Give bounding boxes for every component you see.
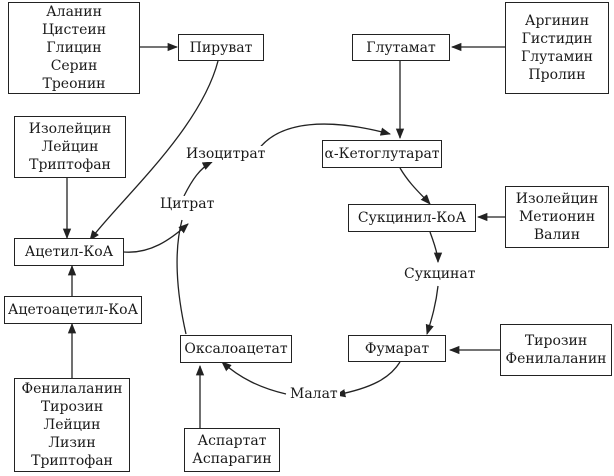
box-succinyl-coa: Сукцинил-КоА [348, 204, 476, 232]
amino-acid-alanine: Аланин [46, 4, 102, 20]
intermediate-alpha-ketoglutarate: α-Кетоглутарат [324, 146, 440, 162]
amino-acid-serine: Серин [50, 58, 98, 74]
amino-acid-tryptophan: Триптофан [31, 453, 113, 469]
amino-acid-lysine: Лизин [48, 435, 96, 451]
intermediate-oxaloacetate: Оксалоацетат [184, 341, 288, 357]
box-succinylcoa-sources: Изолейцин Метионин Валин [505, 186, 609, 248]
arrow-acetylcoa-to-citrate [123, 223, 189, 253]
arc-fumarate-to-malate [334, 361, 401, 398]
arc-oxaloacetate-to-citrate [176, 219, 187, 335]
amino-acid-threonine: Треонин [42, 76, 106, 92]
label-succinate: Сукцинат [402, 266, 478, 282]
amino-acid-aspartate: Аспартат [197, 433, 267, 449]
intermediate-acetoacetyl-coa: Ацетоацетил-КоА [7, 302, 139, 318]
box-acetoacetyl-coa: Ацетоацетил-КоА [4, 296, 142, 324]
label-isocitrate: Изоцитрат [184, 146, 268, 162]
intermediate-glutamate: Глутамат [366, 39, 436, 56]
box-acetylcoa-sources: Изолейцин Лейцин Триптофан [14, 116, 126, 178]
arrow-pyruvate-to-acetylcoa [89, 60, 219, 241]
amino-acid-methionine: Метионин [518, 209, 596, 225]
amino-acid-tryptophan: Триптофан [29, 157, 111, 173]
box-fumarate-sources: Тирозин Фенилаланин [500, 324, 612, 376]
amino-acid-histidine: Гистидин [521, 31, 593, 47]
box-oxaloacetate-sources: Аспартат Аспарагин [184, 428, 280, 472]
intermediate-pyruvate: Пируват [189, 39, 253, 56]
arc-citrate-to-isocitrate [183, 161, 213, 197]
amino-acid-asparagine: Аспарагин [192, 451, 272, 467]
amino-acid-valine: Валин [533, 227, 581, 243]
amino-acid-arginine: Аргинин [524, 13, 590, 29]
label-malate: Малат [288, 386, 340, 402]
box-acetyl-coa: Ацетил-КоА [14, 238, 124, 266]
amino-acid-isoleucine: Изолейцин [28, 121, 112, 137]
box-pyruvate: Пируват [178, 34, 264, 61]
amino-acid-leucine: Лейцин [43, 417, 101, 433]
amino-acid-phenylalanine: Фенилаланин [505, 351, 607, 367]
intermediate-fumarate: Фумарат [364, 340, 430, 357]
arc-succinylcoa-to-succinate [429, 231, 443, 264]
intermediate-succinyl-coa: Сукцинил-КоА [357, 210, 467, 226]
intermediate-acetyl-coa: Ацетил-КоА [24, 244, 114, 260]
amino-acid-glutamine: Глутамин [520, 49, 594, 65]
amino-acid-proline: Пролин [528, 67, 586, 83]
arc-succinate-to-fumarate [425, 285, 439, 335]
arc-malate-to-oxaloacetate [221, 361, 287, 395]
box-pyruvate-sources: Аланин Цистеин Глицин Серин Треонин [8, 2, 140, 94]
amino-acid-tyrosine: Тирозин [40, 399, 104, 415]
label-citrate: Цитрат [158, 196, 217, 212]
amino-acid-isoleucine: Изолейцин [515, 191, 599, 207]
box-glutamate-sources: Аргинин Гистидин Глутамин Пролин [505, 2, 609, 94]
amino-acid-leucine: Лейцин [41, 139, 99, 155]
box-glutamate: Глутамат [352, 34, 450, 61]
amino-acid-glycine: Глицин [46, 40, 102, 56]
box-acetoacetylcoa-sources: Фенилаланин Тирозин Лейцин Лизин Триптоф… [14, 378, 130, 472]
amino-acid-phenylalanine: Фенилаланин [21, 381, 123, 397]
amino-acid-tyrosine: Тирозин [524, 333, 588, 349]
amino-acid-cysteine: Цистеин [41, 22, 107, 38]
arc-ketoglutarate-to-succinylcoa [399, 167, 431, 205]
box-alpha-ketoglutarate: α-Кетоглутарат [322, 140, 442, 168]
box-oxaloacetate: Оксалоацетат [180, 335, 292, 363]
box-fumarate: Фумарат [348, 335, 446, 362]
arc-isocitrate-to-ketoglutarate [257, 123, 392, 151]
